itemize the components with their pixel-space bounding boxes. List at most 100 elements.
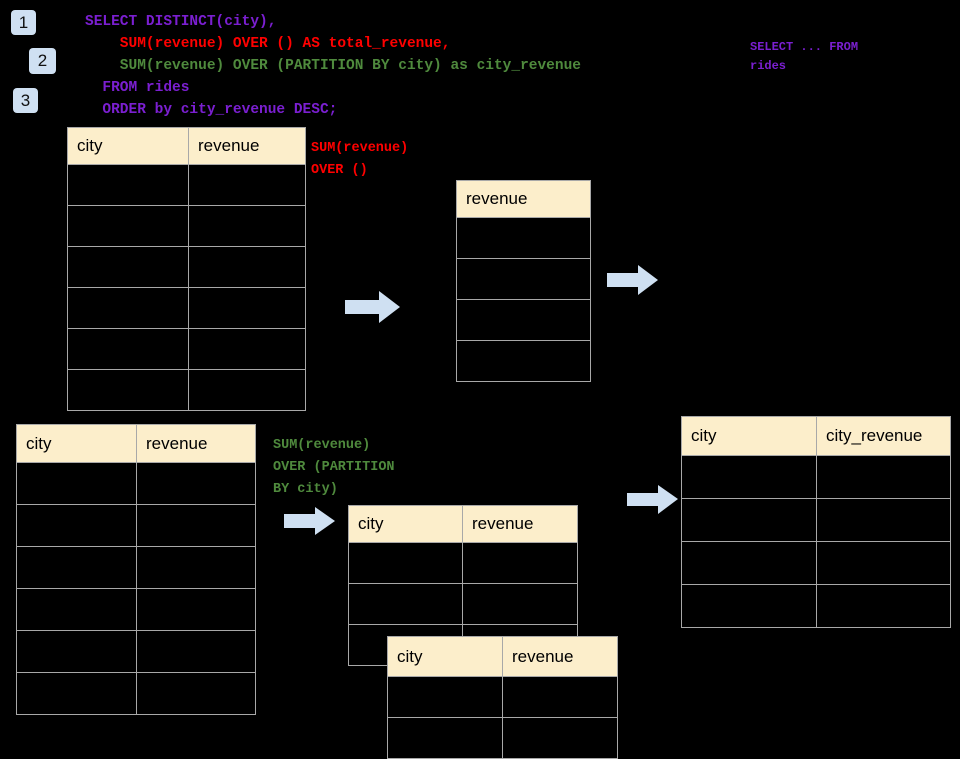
table-row — [387, 676, 618, 718]
arrow-total-to-result — [607, 264, 659, 301]
sql-line-1: SELECT DISTINCT(city), — [85, 14, 277, 30]
table-row — [681, 541, 951, 585]
table-header-row: city revenue — [16, 424, 256, 463]
sql-line-4: FROM rides — [85, 80, 190, 96]
cell-city — [681, 455, 817, 499]
table-row — [456, 340, 591, 382]
cell-city — [16, 630, 137, 673]
table-row — [16, 504, 256, 547]
cell-revenue — [136, 588, 256, 631]
cell-city — [681, 541, 817, 585]
table-header-row: city revenue — [67, 127, 306, 165]
cell-city — [67, 246, 189, 288]
column-header-revenue: revenue — [502, 636, 618, 677]
column-header-city: city — [67, 127, 189, 165]
column-header-city: city — [387, 636, 503, 677]
arrow-right-icon — [607, 265, 658, 295]
annotation-over-partition-line-1: SUM(revenue) — [273, 438, 371, 453]
cell-city — [16, 504, 137, 547]
table-header-row: city city_revenue — [681, 416, 951, 456]
cell-city-revenue — [816, 498, 951, 542]
step-badge-3: 3 — [13, 88, 38, 113]
cell-city — [348, 542, 463, 584]
cell-city-revenue — [816, 584, 951, 628]
table-total-revenue: revenue — [456, 180, 591, 382]
cell-revenue — [136, 630, 256, 673]
cell-revenue — [462, 583, 578, 625]
table-header-row: revenue — [456, 180, 591, 218]
table-row — [387, 717, 618, 759]
cell-revenue — [462, 542, 578, 584]
table-row — [456, 258, 591, 300]
table-row — [681, 584, 951, 628]
table-source-bottom: city revenue — [16, 424, 256, 715]
column-header-revenue: revenue — [462, 505, 578, 543]
annotation-over-empty-line-2: OVER () — [311, 163, 368, 178]
cell-revenue — [136, 462, 256, 505]
arrow-right-icon — [627, 485, 678, 514]
table-row — [67, 164, 306, 206]
table-header-row: city revenue — [387, 636, 618, 677]
table-partition-b: city revenue — [387, 636, 618, 759]
arrow-right-icon — [345, 291, 400, 323]
cell-revenue — [502, 717, 618, 759]
table-row — [67, 205, 306, 247]
arrow-right-icon — [284, 507, 335, 535]
step-badge-2: 2 — [29, 48, 56, 74]
cell-revenue — [136, 546, 256, 589]
cell-city-revenue — [816, 455, 951, 499]
annotation-over-empty-line-1: SUM(revenue) — [311, 141, 409, 156]
cell-city — [387, 676, 503, 718]
cell-city — [67, 205, 189, 247]
cell-city — [681, 584, 817, 628]
table-row — [348, 542, 578, 584]
side-note-line-1: SELECT ... FROM — [750, 40, 859, 54]
annotation-over-partition-line-2: OVER (PARTITION — [273, 460, 395, 475]
cell-revenue — [188, 328, 306, 370]
table-row — [681, 498, 951, 542]
column-header-revenue: revenue — [188, 127, 306, 165]
side-note-line-2: rides — [750, 59, 787, 73]
table-row — [16, 462, 256, 505]
cell-revenue — [188, 205, 306, 247]
table-row — [67, 287, 306, 329]
cell-city — [16, 672, 137, 715]
cell-revenue — [456, 340, 591, 382]
cell-revenue — [188, 164, 306, 206]
cell-revenue — [188, 369, 306, 411]
cell-revenue — [456, 217, 591, 259]
sql-line-5: ORDER by city_revenue DESC; — [85, 102, 338, 118]
arrow-source-to-total — [345, 290, 401, 329]
cell-revenue — [188, 287, 306, 329]
cell-city — [16, 588, 137, 631]
cell-city — [67, 164, 189, 206]
cell-city — [67, 369, 189, 411]
step-badge-2-label: 2 — [37, 51, 48, 70]
table-row — [348, 583, 578, 625]
sql-line-3: SUM(revenue) OVER (PARTITION BY city) as… — [85, 58, 581, 74]
table-row — [456, 217, 591, 259]
table-row — [67, 328, 306, 370]
table-row — [16, 630, 256, 673]
column-header-revenue: revenue — [136, 424, 256, 463]
diagram-canvas: 1 2 3 SELECT DISTINCT(city), SUM(revenue… — [11, 10, 951, 759]
annotation-over-partition-line-3: BY city) — [273, 482, 338, 497]
column-header-revenue: revenue — [456, 180, 591, 218]
arrow-source-to-partition — [284, 506, 336, 541]
column-header-city: city — [348, 505, 463, 543]
cell-revenue — [136, 504, 256, 547]
cell-revenue — [456, 299, 591, 341]
table-header-row: city revenue — [348, 505, 578, 543]
step-badge-3-label: 3 — [20, 90, 31, 110]
table-row — [16, 672, 256, 715]
table-row — [681, 455, 951, 499]
column-header-city-revenue: city_revenue — [816, 416, 951, 456]
cell-revenue — [502, 676, 618, 718]
cell-city — [387, 717, 503, 759]
cell-revenue — [188, 246, 306, 288]
table-row — [456, 299, 591, 341]
cell-city — [16, 462, 137, 505]
cell-city — [348, 583, 463, 625]
cell-city — [16, 546, 137, 589]
table-row — [16, 546, 256, 589]
